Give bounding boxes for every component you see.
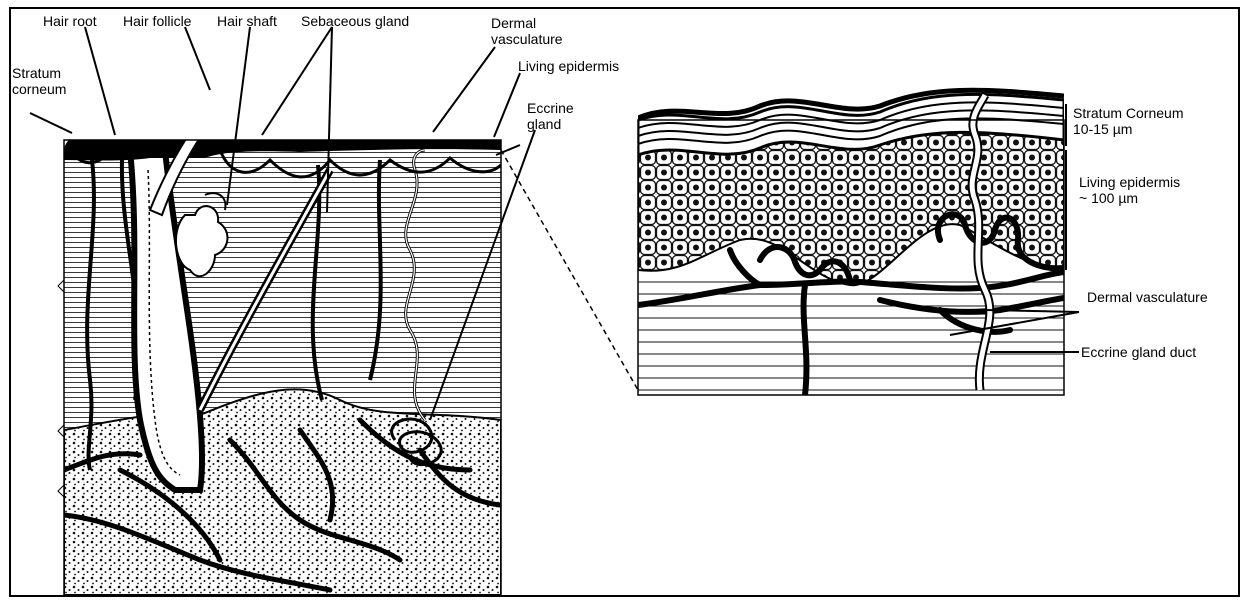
label-dermal-vasculature-line1: Dermal — [491, 15, 536, 31]
label-hair-root: Hair root — [43, 13, 97, 29]
label-eccrine-gland-line2: gland — [527, 116, 561, 132]
label-sebaceous-gland: Sebaceous gland — [301, 13, 409, 29]
label-zoom-stratum-corneum: Stratum Corneum — [1073, 105, 1183, 121]
label-eccrine-gland-line1: Eccrine — [527, 100, 574, 116]
label-zoom-living-epidermis: Living epidermis — [1079, 174, 1180, 190]
label-stratum-corneum-line1: Stratum — [12, 65, 61, 81]
label-zoom-dermal-vasculature: Dermal vasculature — [1087, 289, 1208, 305]
label-zoom-stratum-corneum-thickness: 10-15 µm — [1073, 121, 1132, 137]
label-dermal-vasculature-line2: vasculature — [491, 31, 563, 47]
label-hair-shaft: Hair shaft — [217, 13, 277, 29]
left-skin-block — [64, 82, 501, 595]
label-zoom-eccrine-gland-duct: Eccrine gland duct — [1081, 344, 1196, 360]
label-living-epidermis: Living epidermis — [518, 58, 619, 74]
label-stratum-corneum-line2: corneum — [12, 81, 66, 97]
label-hair-follicle: Hair follicle — [123, 13, 191, 29]
right-zoom-block — [638, 80, 1064, 395]
label-zoom-living-epidermis-thickness: ~ 100 µm — [1079, 190, 1138, 206]
